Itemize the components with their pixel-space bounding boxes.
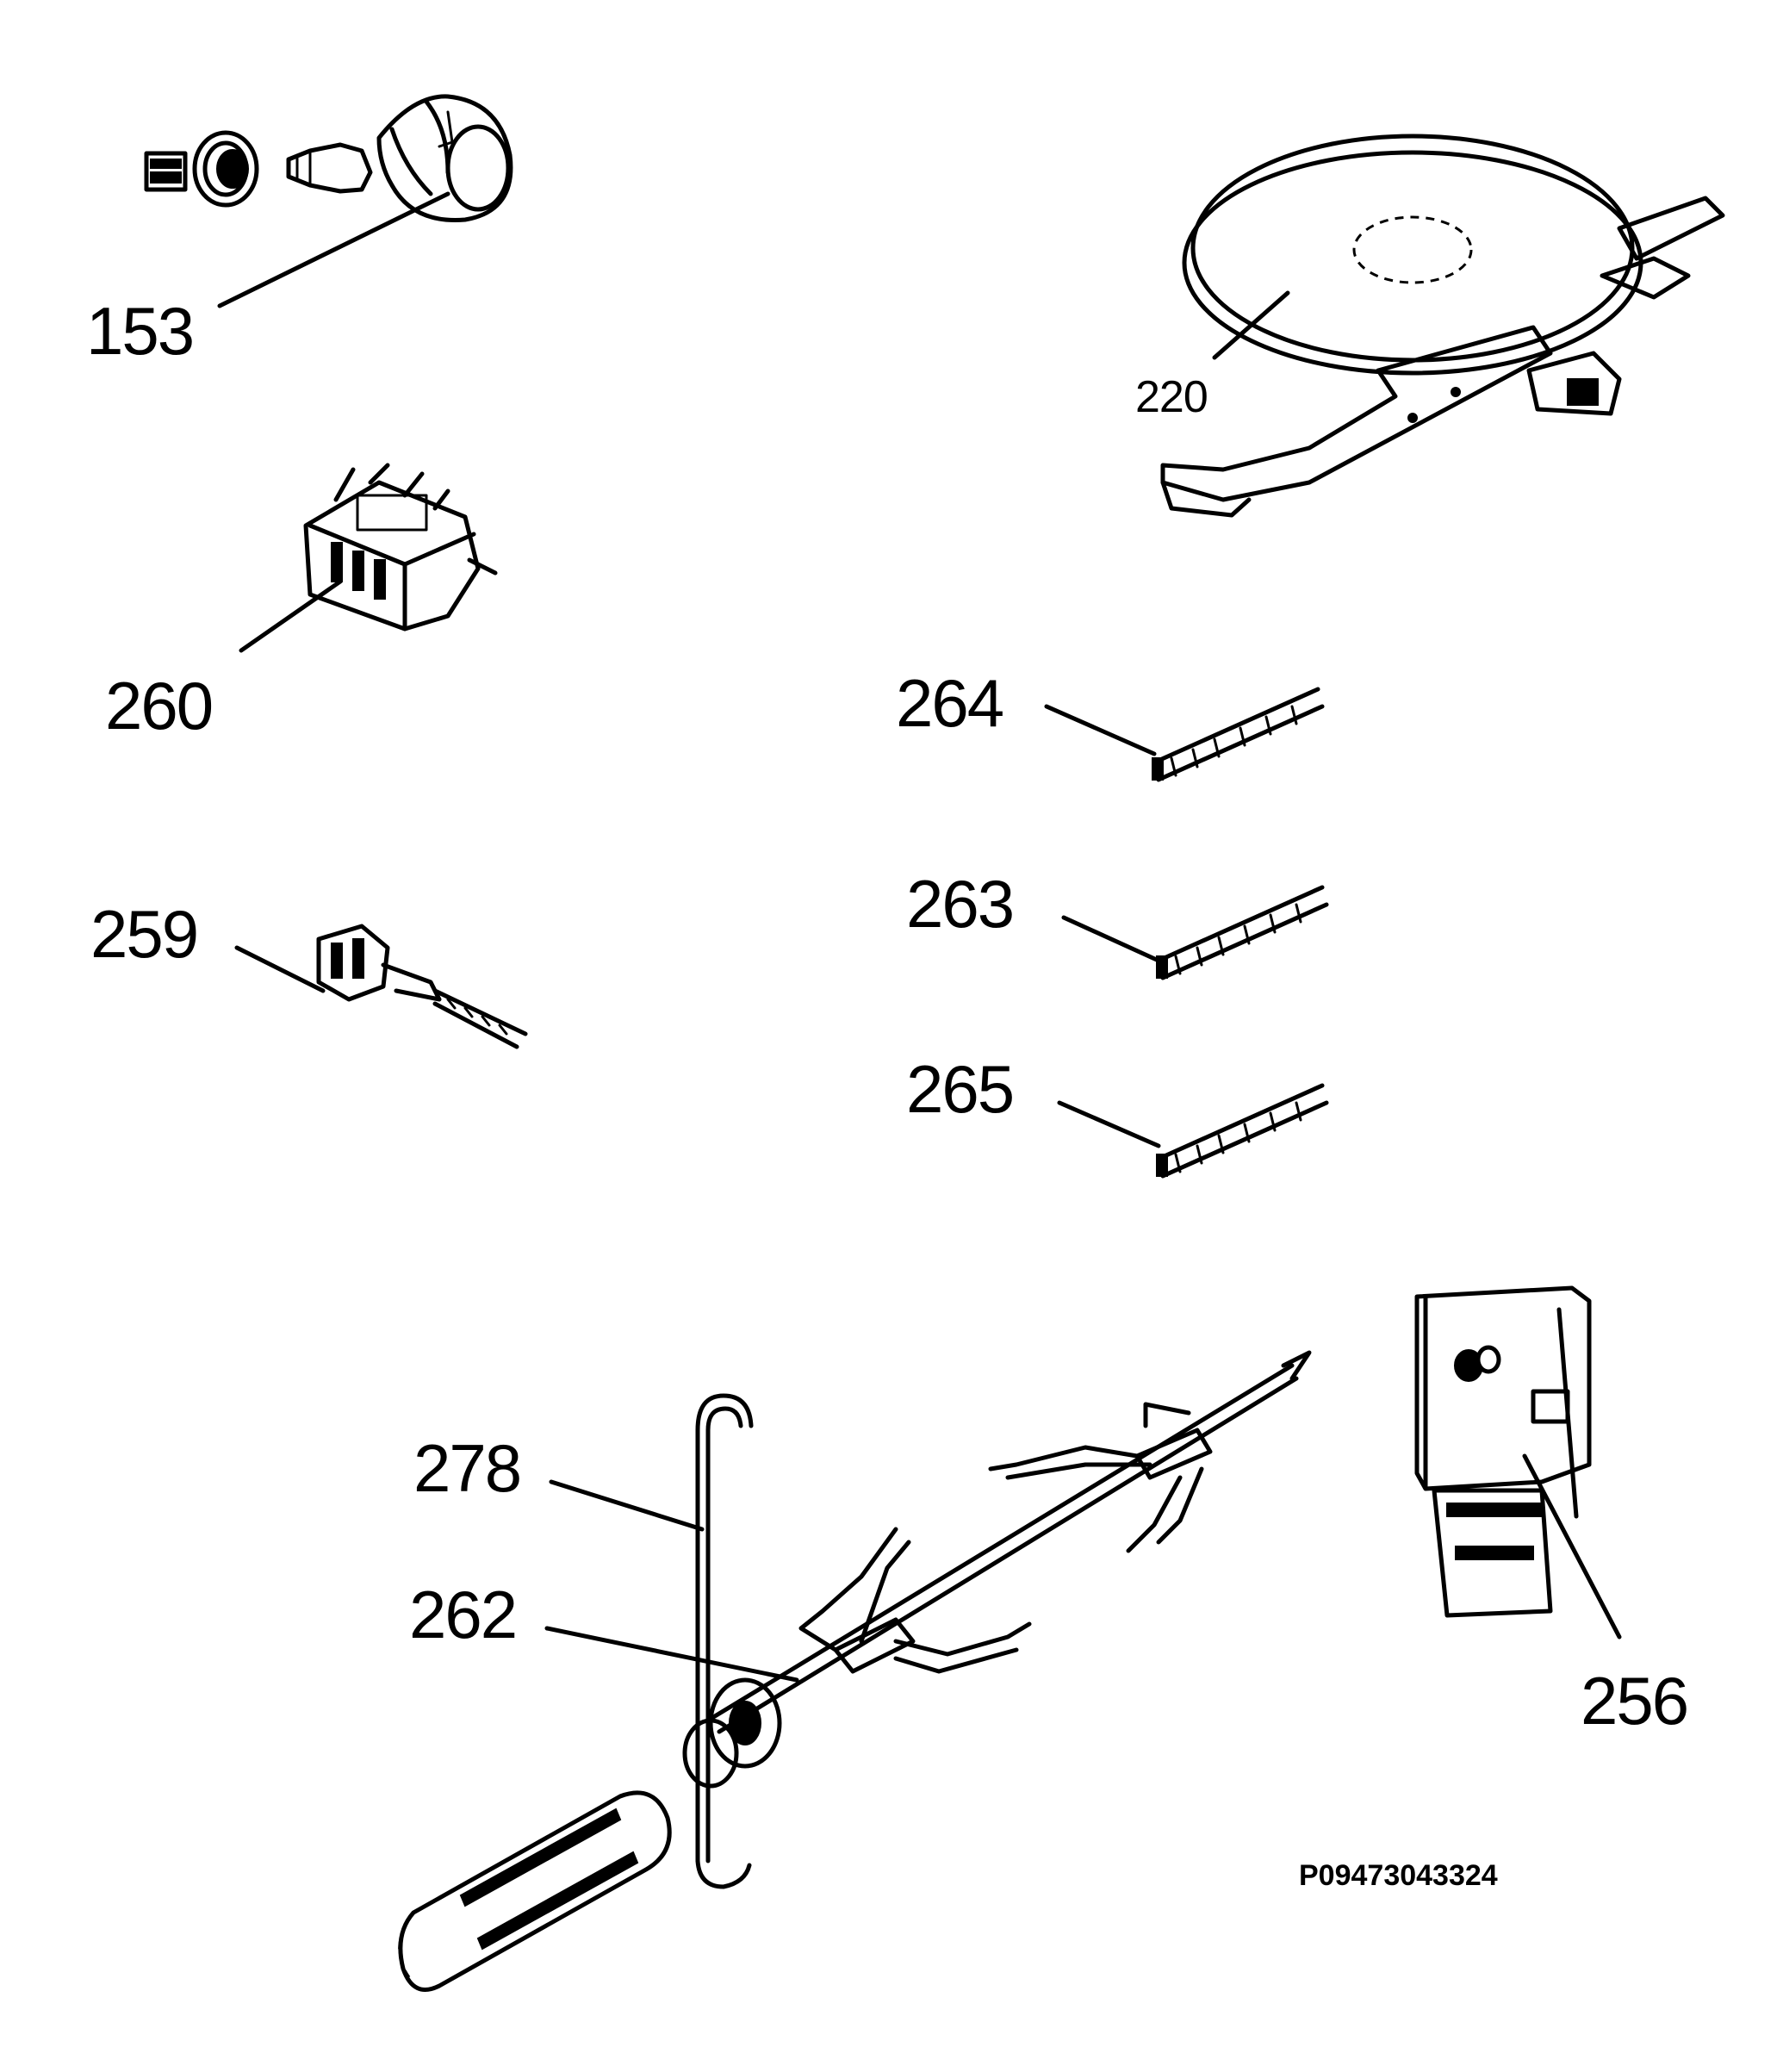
drawing-code: P09473043324 xyxy=(1299,1859,1498,1892)
heating-element-264-drawing xyxy=(1152,687,1325,782)
spit-handle-drawing xyxy=(398,1790,672,1992)
part-label-256: 256 xyxy=(1581,1663,1689,1739)
leader-line-260 xyxy=(239,579,343,653)
part-label-220: 220 xyxy=(1135,372,1208,422)
leader-line-278 xyxy=(549,1479,705,1532)
heating-element-263-drawing xyxy=(1156,885,1329,980)
leader-line-256 xyxy=(1522,1453,1622,1640)
part-label-262: 262 xyxy=(409,1577,518,1652)
rotisserie-motor-drawing xyxy=(1414,1285,1592,1618)
leader-line-264 xyxy=(1044,704,1157,756)
leader-line-259 xyxy=(234,945,326,993)
part-label-260: 260 xyxy=(105,668,214,744)
knob-assembly-drawing xyxy=(144,94,513,222)
rotisserie-spit-drawing xyxy=(682,1350,1312,1789)
part-label-153: 153 xyxy=(86,293,195,369)
hotplate-drawing xyxy=(1160,134,1725,518)
leader-line-263 xyxy=(1061,915,1161,963)
part-label-278: 278 xyxy=(413,1430,522,1506)
part-label-264: 264 xyxy=(896,665,1004,741)
spit-support-hook-drawing xyxy=(695,1393,754,1889)
thermostat-switch-drawing xyxy=(316,924,528,1049)
part-label-263: 263 xyxy=(906,866,1015,942)
leader-line-265 xyxy=(1057,1100,1161,1148)
heating-element-265-drawing xyxy=(1156,1083,1329,1179)
leader-line-262 xyxy=(544,1626,799,1683)
leader-line-220 xyxy=(1212,290,1290,360)
part-label-265: 265 xyxy=(906,1051,1015,1127)
selector-switch-drawing xyxy=(303,463,498,632)
part-label-259: 259 xyxy=(90,896,199,972)
leader-line-153 xyxy=(217,191,450,308)
